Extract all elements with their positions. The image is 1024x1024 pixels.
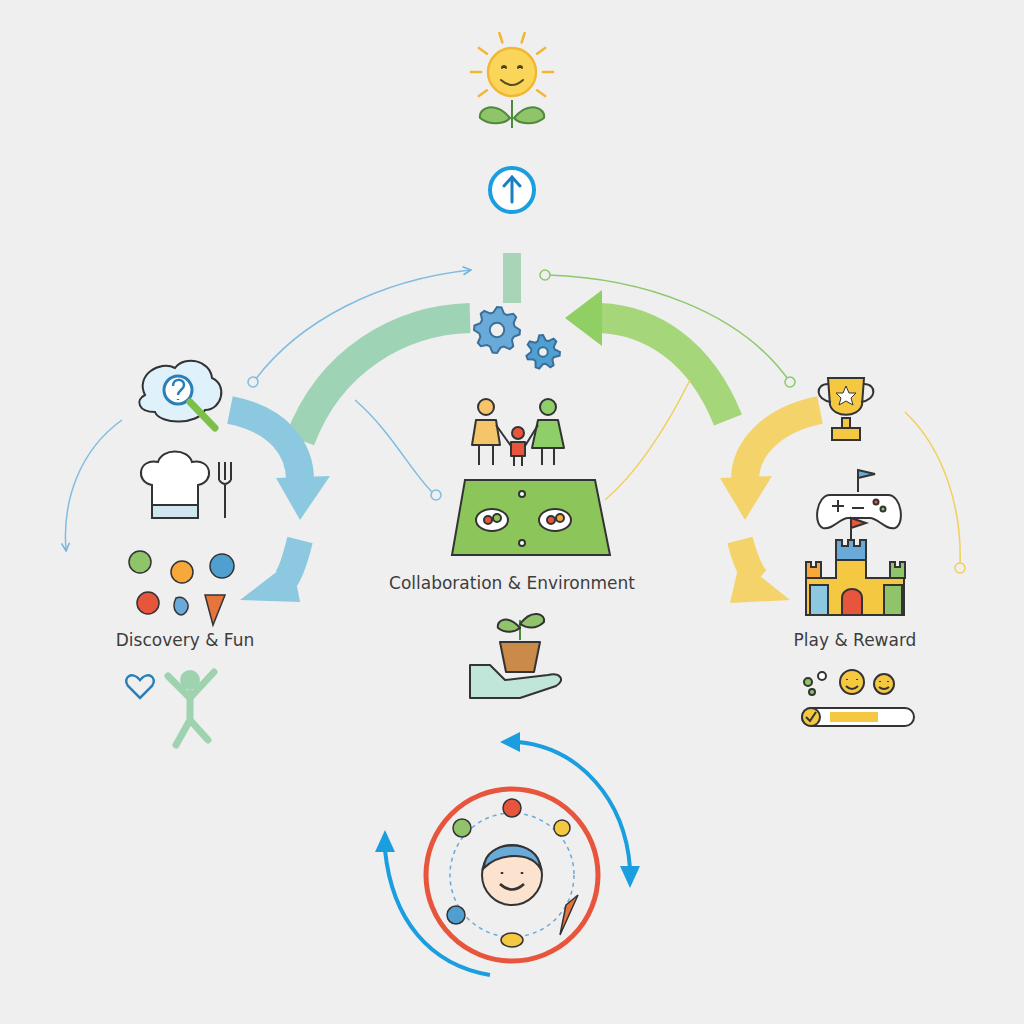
trophy-icon [819, 378, 874, 440]
chef-icon [141, 452, 231, 519]
cycle-icon [375, 732, 640, 975]
gamepad-icon [817, 470, 901, 528]
vegetables-icon [129, 551, 234, 625]
growth-icon [490, 168, 534, 212]
family-icon [472, 399, 564, 466]
castle-icon [806, 518, 905, 615]
section-label: Collaboration & Environment [386, 572, 638, 594]
sun-icon [471, 33, 553, 96]
flow-arrows [230, 290, 820, 603]
table-icon [452, 480, 610, 555]
curiosity-icon [139, 361, 221, 428]
gears-icon [474, 307, 560, 369]
sprout-icon [480, 100, 544, 128]
heart-kid-icon [126, 670, 214, 745]
stem-bar [503, 253, 521, 303]
section-label: Play & Reward [791, 629, 920, 651]
thin-lines [65, 270, 965, 573]
hand-plant-icon [470, 614, 561, 698]
rewards-icon [802, 670, 914, 726]
section-label: Discovery & Fun [113, 629, 257, 651]
